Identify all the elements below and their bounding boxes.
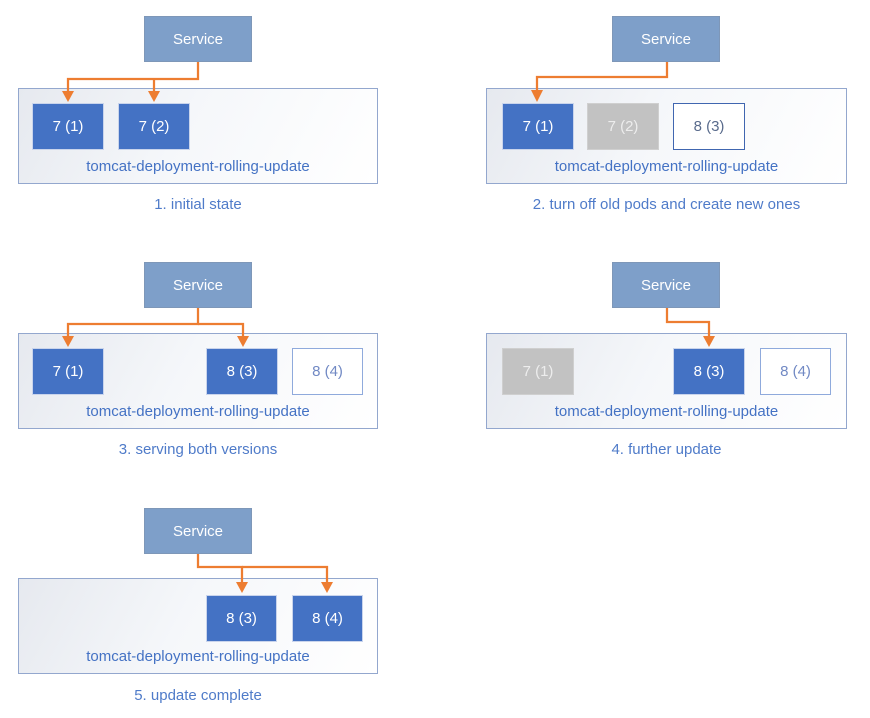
deployment-label: tomcat-deployment-rolling-update: [554, 403, 779, 420]
pod-7-2: 7 (2): [118, 103, 190, 150]
service-label: Service: [172, 522, 224, 540]
pod-label: 8 (4): [312, 610, 343, 627]
service-box: Service: [612, 16, 720, 62]
pod-7-1: 7 (1): [32, 348, 104, 395]
deployment-label: tomcat-deployment-rolling-update: [554, 158, 779, 175]
pod-8-4: 8 (4): [292, 595, 363, 642]
stage-caption: 2. turn off old pods and create new ones: [532, 196, 801, 213]
pod-label: 8 (3): [693, 363, 725, 380]
stage-caption: 5. update complete: [134, 687, 262, 704]
service-label: Service: [172, 30, 224, 48]
pod-label: 8 (3): [693, 118, 725, 135]
pod-label: 8 (4): [780, 363, 811, 380]
service-box: Service: [144, 16, 252, 62]
pod-label: 8 (3): [226, 363, 258, 380]
service-label: Service: [640, 30, 692, 48]
service-label: Service: [172, 276, 224, 294]
stage-caption: 4. further update: [611, 441, 722, 458]
deployment-label: tomcat-deployment-rolling-update: [86, 158, 310, 175]
pod-8-3: 8 (3): [206, 595, 277, 642]
pod-7-1: 7 (1): [502, 348, 574, 395]
pod-8-3: 8 (3): [673, 103, 745, 150]
deployment-label: tomcat-deployment-rolling-update: [86, 648, 310, 665]
service-box: Service: [144, 262, 252, 308]
pod-label: 7 (2): [607, 118, 639, 135]
pod-7-2: 7 (2): [587, 103, 659, 150]
pod-8-3: 8 (3): [206, 348, 278, 395]
stage-caption: 3. serving both versions: [118, 441, 278, 458]
pod-label: 8 (3): [226, 610, 257, 627]
pod-label: 7 (2): [138, 118, 170, 135]
deployment-label: tomcat-deployment-rolling-update: [86, 403, 310, 420]
pod-8-4: 8 (4): [292, 348, 363, 395]
pod-label: 7 (1): [522, 118, 554, 135]
pod-label: 8 (4): [312, 363, 343, 380]
pod-7-1: 7 (1): [502, 103, 574, 150]
pod-7-1: 7 (1): [32, 103, 104, 150]
stage-caption: 1. initial state: [154, 196, 242, 213]
pod-8-3: 8 (3): [673, 348, 745, 395]
service-box: Service: [612, 262, 720, 308]
pod-label: 7 (1): [522, 363, 554, 380]
service-box: Service: [144, 508, 252, 554]
pod-label: 7 (1): [52, 118, 84, 135]
pod-8-4: 8 (4): [760, 348, 831, 395]
pod-label: 7 (1): [52, 363, 84, 380]
service-label: Service: [640, 276, 692, 294]
